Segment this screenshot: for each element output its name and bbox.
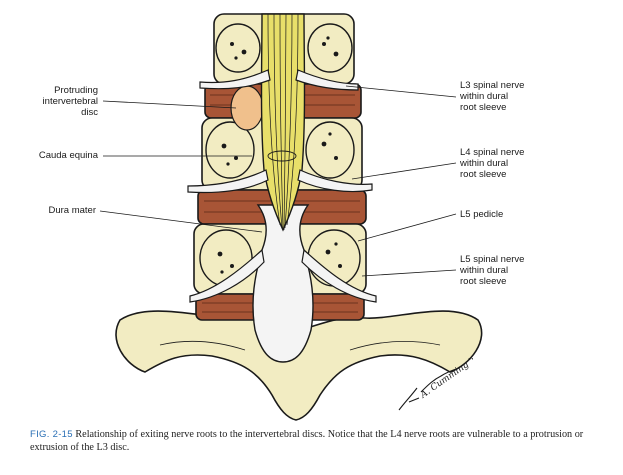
- sacrum-shading: [159, 341, 441, 351]
- label-cauda-equina: Cauda equina: [38, 150, 98, 161]
- nerve-roots: [187, 69, 377, 303]
- label-l5-spinal-nerve: L5 spinal nerve within dural root sleeve: [460, 254, 525, 287]
- label-l5-pedicle: L5 pedicle: [460, 209, 504, 220]
- artist-signature: A. Cumming '94: [393, 350, 485, 418]
- figure-tag: FIG. 2-15: [30, 429, 73, 440]
- caption-text: Relationship of exiting nerve roots to t…: [30, 429, 584, 453]
- label-l4-spinal-nerve: L4 spinal nerve within dural root sleeve: [460, 147, 525, 180]
- label-dura-mater: Dura mater: [48, 205, 96, 216]
- pedicle-texture: [217, 36, 342, 274]
- pedicles-left: [199, 23, 261, 287]
- label-protruding-disc: Protruding intervertebral disc: [42, 85, 98, 118]
- cauda-equina-cross-section: [267, 150, 297, 162]
- leader-lines: [99, 85, 457, 277]
- label-l3-spinal-nerve: L3 spinal nerve within dural root sleeve: [460, 80, 525, 113]
- cauda-equina-strands: [267, 13, 299, 231]
- signature-text: A. Cumming '94: [418, 358, 473, 401]
- figure-caption: FIG. 2-15 Relationship of exiting nerve …: [30, 428, 600, 454]
